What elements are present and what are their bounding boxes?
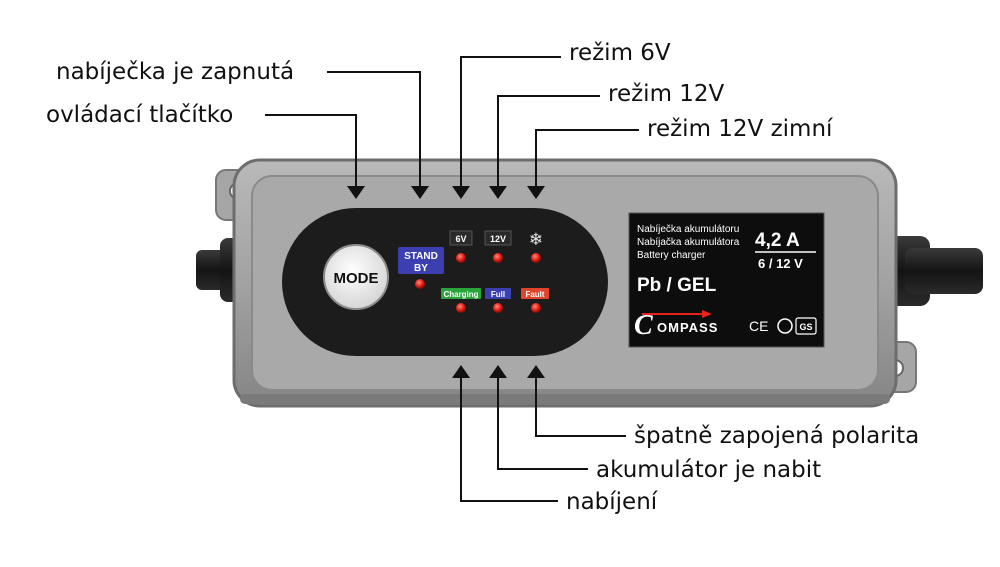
mode-6v-text: 6V	[455, 234, 466, 244]
ce-mark: CE	[749, 318, 768, 334]
standby-label-line2: BY	[414, 263, 428, 274]
full-led	[493, 303, 503, 313]
arrow-6v-icon	[452, 186, 470, 199]
mode-6v-led	[456, 253, 466, 263]
full-text: Full	[491, 290, 505, 299]
arrow-12v-winter-icon	[527, 186, 545, 199]
full-tag: Full	[485, 288, 511, 299]
label-wrong-polarity: špatně zapojená polarita	[634, 423, 920, 449]
charging-led	[456, 303, 466, 313]
charging-tag: Charging	[441, 288, 481, 299]
leader-battery-charged	[497, 376, 588, 470]
mode-button[interactable]: MODE	[323, 244, 389, 310]
leader-wrong-polarity	[535, 376, 626, 437]
fault-tag: Fault	[521, 288, 549, 299]
standby-led	[415, 279, 425, 289]
leader-mode-button	[265, 114, 357, 188]
standby-label-line1: STAND	[404, 251, 438, 262]
arrow-12v-icon	[489, 186, 507, 199]
leader-charging	[460, 376, 558, 502]
label-charging: nabíjení	[566, 489, 658, 515]
panel-line2: Nabíjačka akumulátora	[637, 237, 740, 248]
brand-logo-text: OMPASS	[657, 320, 718, 335]
mode-6v-tag: 6V	[449, 230, 473, 246]
panel-line3: Battery charger	[637, 250, 706, 261]
mode-12v-tag: 12V	[484, 230, 512, 246]
label-mode-12v: režim 12V	[608, 81, 725, 107]
gs-mark-icon	[795, 317, 817, 335]
arrow-full-icon	[489, 365, 507, 378]
panel-current: 4,2 A	[755, 230, 800, 251]
leader-lines	[265, 56, 639, 502]
leader-mode-12v	[497, 95, 600, 188]
arrowheads-top	[347, 186, 545, 199]
panel-line1: Nabíječka akumulátoru	[637, 224, 739, 235]
brand-logo-c: C	[634, 310, 653, 341]
gs-mark-text: GS	[799, 322, 812, 332]
label-mode-12v-winter: režim 12V zimní	[647, 116, 833, 142]
right-cable	[886, 236, 983, 306]
snowflake-icon: ❄	[529, 230, 543, 250]
arrow-power-on-icon	[411, 186, 429, 199]
fault-text: Fault	[525, 290, 544, 299]
brand-arrow-icon	[702, 310, 712, 318]
label-battery-charged: akumulátor je nabit	[596, 457, 822, 483]
label-mode-6v: režim 6V	[569, 40, 671, 66]
panel-voltage: 6 / 12 V	[758, 256, 803, 271]
leader-power-on	[327, 71, 421, 188]
panel-type: Pb / GEL	[637, 275, 717, 296]
leader-mode-6v	[460, 56, 561, 188]
charging-text: Charging	[443, 290, 478, 299]
label-power-on: nabíječka je zapnutá	[56, 59, 295, 85]
label-mode-button: ovládací tlačítko	[46, 102, 234, 128]
mode-button-label: MODE	[334, 270, 379, 287]
arrow-mode-button-icon	[347, 186, 365, 199]
mode-12v-winter-led	[531, 253, 541, 263]
fault-led	[531, 303, 541, 313]
tuv-mark-icon	[777, 318, 793, 334]
arrowheads-bottom	[452, 365, 545, 378]
mode-12v-text: 12V	[490, 234, 506, 244]
arrow-charging-icon	[452, 365, 470, 378]
standby-badge: STAND BY	[398, 247, 444, 274]
arrow-fault-icon	[527, 365, 545, 378]
mode-12v-led	[493, 253, 503, 263]
info-label-panel: Nabíječka akumulátoru Nabíjačka akumulát…	[628, 212, 825, 348]
leader-mode-12v-winter	[535, 129, 639, 188]
